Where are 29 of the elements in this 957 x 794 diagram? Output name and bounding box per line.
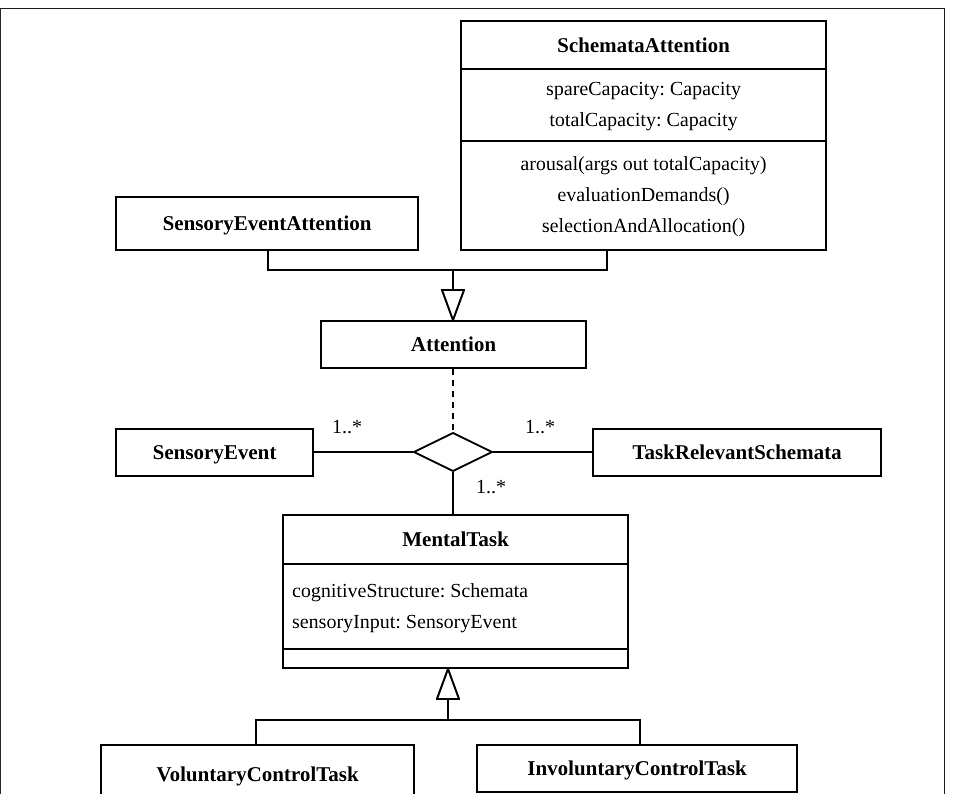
class-name: InvoluntaryControlTask <box>527 756 747 781</box>
class-box <box>115 428 314 477</box>
association-line <box>452 472 454 514</box>
operation-text: evaluationDemands() <box>557 182 730 208</box>
class-box <box>115 196 419 251</box>
operation-text: selectionAndAllocation() <box>542 214 746 239</box>
association-line <box>493 451 592 453</box>
class-name: SensoryEvent <box>152 440 276 465</box>
class-box <box>592 428 882 477</box>
attribute-text: cognitiveStructure: Schemata <box>292 578 528 604</box>
class-name: SchemataAttention <box>557 32 730 58</box>
class-box <box>476 744 798 793</box>
class-name: TaskRelevantSchemata <box>632 440 842 465</box>
class-box <box>100 744 415 794</box>
class-name: VoluntaryControlTask <box>156 762 359 786</box>
class-box <box>460 20 827 251</box>
attribute-text: spareCapacity: Capacity <box>546 77 741 102</box>
class-name: Attention <box>410 332 496 357</box>
generalization-arrow <box>436 668 641 744</box>
attribute-text: sensoryInput: SensoryEvent <box>292 610 517 635</box>
class-box <box>320 320 587 369</box>
generalization-arrow <box>441 251 608 321</box>
association-line <box>314 451 413 453</box>
class-box <box>282 514 629 669</box>
operation-text: arousal(args out totalCapacity) <box>520 152 767 177</box>
attribute-text: totalCapacity: Capacity <box>549 108 738 134</box>
class-name: SensoryEventAttention <box>162 211 372 236</box>
class-name: MentalTask <box>402 526 509 552</box>
association-line <box>452 369 454 432</box>
